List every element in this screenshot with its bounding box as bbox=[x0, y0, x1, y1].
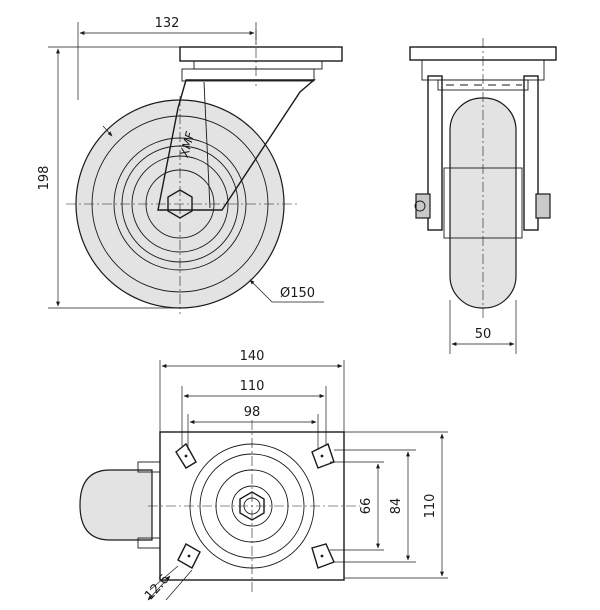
top-ring-hub bbox=[231, 485, 273, 527]
dim-dia-tick bbox=[102, 125, 113, 137]
dim-12-6-label: 12.6 bbox=[142, 572, 173, 604]
side-swivel-ring bbox=[181, 68, 315, 82]
slot-marker-bl bbox=[187, 554, 191, 558]
dim-84-label: 84 bbox=[389, 498, 404, 515]
dim-diameter-label: Ø150 bbox=[280, 286, 315, 301]
top-ring-mid bbox=[199, 453, 305, 559]
side-plate-bearing bbox=[193, 60, 323, 70]
dim-110v-label: 110 bbox=[423, 494, 438, 519]
front-view: 50 bbox=[409, 38, 557, 354]
slot-marker-tr bbox=[320, 454, 324, 458]
slot-bottom-left bbox=[177, 543, 201, 569]
dim-140-label: 140 bbox=[240, 349, 265, 364]
dim-12-6-line bbox=[147, 575, 171, 601]
dim-66-label: 66 bbox=[359, 498, 374, 515]
brand-mark: XMF bbox=[177, 129, 198, 159]
slot-marker-tl bbox=[184, 454, 188, 458]
dim-50-label: 50 bbox=[475, 327, 492, 342]
front-fork-leg-left bbox=[427, 75, 443, 231]
front-axle-bolt-head bbox=[414, 200, 426, 212]
side-fork-arm bbox=[157, 79, 316, 211]
dim-98-label: 98 bbox=[244, 405, 261, 420]
front-axle-nut-right bbox=[535, 193, 551, 219]
dim-dia-leader bbox=[249, 279, 273, 303]
top-mounting-plate bbox=[159, 431, 345, 581]
slot-top-left bbox=[175, 442, 197, 469]
side-view: XMF 132 198 Ø150 bbox=[37, 16, 343, 314]
top-wheel-profile bbox=[79, 469, 153, 541]
dim-198-label: 198 bbox=[37, 166, 52, 191]
top-view: 140 110 98 66 84 110 12.6 bbox=[79, 349, 448, 604]
dim-132-label: 132 bbox=[155, 16, 180, 31]
front-axle-nut-left bbox=[415, 193, 431, 219]
front-fork-leg-right bbox=[523, 75, 539, 231]
dim-12-6-ext-b bbox=[165, 569, 193, 601]
dim-110h-label: 110 bbox=[240, 379, 265, 394]
slot-marker-br bbox=[320, 554, 324, 558]
side-fork-inner-edge bbox=[203, 81, 211, 209]
side-top-plate bbox=[179, 46, 343, 62]
